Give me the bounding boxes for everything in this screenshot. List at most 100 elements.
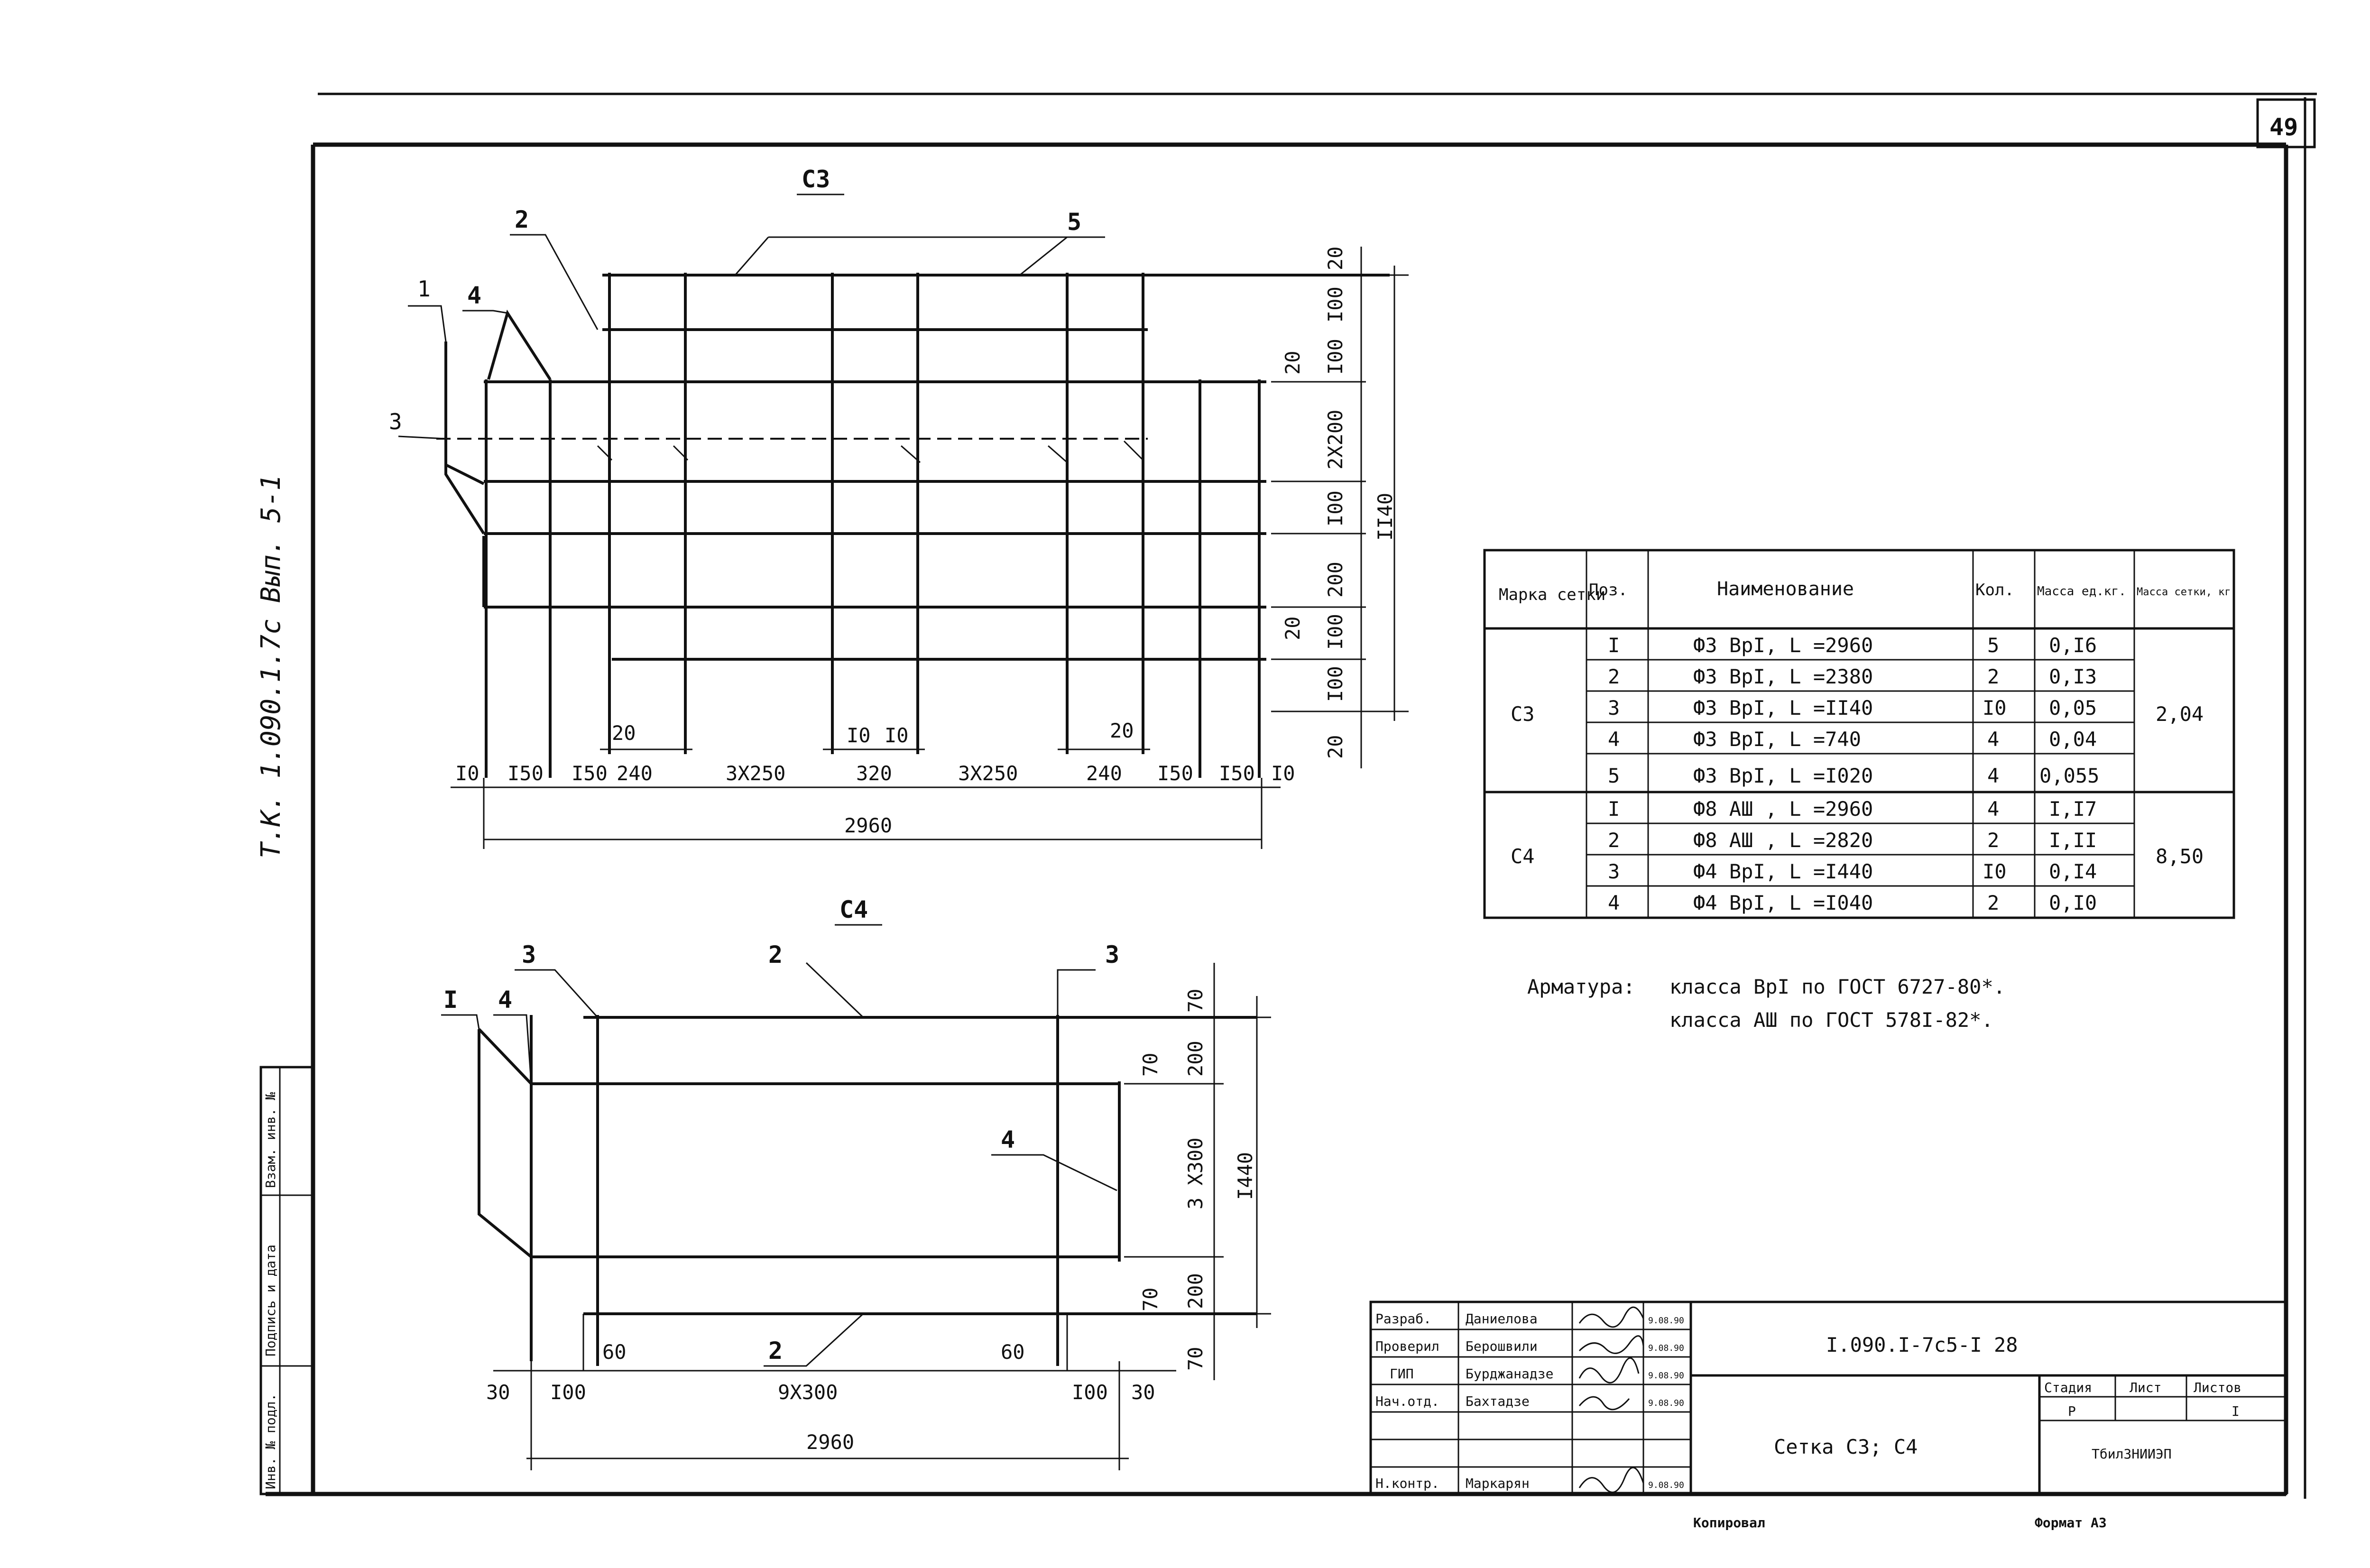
copied-label: Копировал xyxy=(1693,1515,1765,1531)
tb-date-7: 9.08.90 xyxy=(1648,1480,1684,1490)
c4-dim-r2: 200 xyxy=(1184,1041,1207,1077)
c4-row3-name: Ф4 ВрI, L =I440 xyxy=(1693,860,1873,883)
c3-callout-1: 1 xyxy=(417,276,431,302)
c4-callout-1: I xyxy=(443,986,458,1014)
c4-title: С4 xyxy=(839,896,868,923)
c4-callout-4a: 4 xyxy=(498,986,512,1014)
page-number: 49 xyxy=(2269,113,2298,141)
c4-callout-2a: 2 xyxy=(768,941,783,968)
c3-row5-qty: 4 xyxy=(1987,764,1999,787)
c4-dim-r3: 3 X300 xyxy=(1184,1137,1207,1209)
c4-dim-b2: I00 xyxy=(550,1381,586,1404)
tb-date-1: 9.08.90 xyxy=(1648,1316,1684,1326)
c3-row5-name: Ф3 ВрI, L =I020 xyxy=(1693,764,1873,787)
c4-dim-r4: 200 xyxy=(1184,1273,1207,1309)
notes-line2: класса АШ по ГОСТ 578I-82*. xyxy=(1669,1008,1993,1032)
th-mass-unit: Масса ед.кг. xyxy=(2037,584,2126,599)
c3-dim-r1: 20 xyxy=(1324,246,1347,270)
tb-role-4: Нач.отд. xyxy=(1375,1393,1439,1409)
tb-name-3: Бурджанадзе xyxy=(1466,1366,1553,1382)
c3-dim-b1: I0 xyxy=(455,762,480,785)
c3-row3-mass: 0,05 xyxy=(2049,696,2097,719)
c4-dim-r5: 70 xyxy=(1184,1347,1207,1371)
c3-row3-qty: I0 xyxy=(1983,696,2007,719)
c3-row4-name: Ф3 ВрI, L =740 xyxy=(1693,728,1861,751)
c3-row4-mass: 0,04 xyxy=(2049,728,2097,751)
notes-label: Арматура: xyxy=(1527,975,1635,998)
c3-dim-rs1: 20 xyxy=(1281,350,1304,375)
side-stamp-inv: Инв. № подл. xyxy=(263,1393,278,1489)
c3-dim-b6: 320 xyxy=(856,762,892,785)
sheet-header: Лист xyxy=(2130,1380,2161,1395)
c4-dim-b1: 30 xyxy=(486,1381,510,1404)
c4-dim-b3: 9X300 xyxy=(778,1381,838,1404)
side-stamp: Инв. № подл. Подпись и дата Взам. инв. № xyxy=(259,1066,314,1495)
mesh-c4-drawing: С4 3 2 3 I 4 4 2 30 I00 9X300 I xyxy=(441,896,1271,1470)
c4-row1-qty: 4 xyxy=(1987,797,1999,821)
c3-dim-s2: I0 xyxy=(847,724,871,747)
c3-callout-2: 2 xyxy=(515,206,529,233)
c4-row3-pos: 3 xyxy=(1608,860,1620,883)
c3-callout-5: 5 xyxy=(1067,208,1081,236)
c3-row3-name: Ф3 ВрI, L =II40 xyxy=(1693,696,1873,719)
c3-dim-s4: 20 xyxy=(1110,719,1134,742)
sheet-frame: 49 xyxy=(266,92,2317,1499)
c3-dim-s1: 20 xyxy=(612,721,636,745)
c3-dim-b2: I50 xyxy=(507,762,544,785)
c4-callout-2b: 2 xyxy=(768,1337,783,1365)
c3-dim-r2: I00 xyxy=(1324,286,1347,323)
title-block: Разраб. Даниелова 9.08.90 Проверил Берош… xyxy=(1369,1301,2287,1495)
c4-dim-b4: I00 xyxy=(1072,1381,1108,1404)
group-c4-total: 8,50 xyxy=(2156,845,2204,868)
c3-total-width: 2960 xyxy=(844,814,892,837)
tb-name-7: Маркарян xyxy=(1466,1476,1530,1491)
c3-total-height: II40 xyxy=(1374,493,1397,541)
c3-row4-pos: 4 xyxy=(1608,728,1620,751)
signature-1 xyxy=(1578,1306,1644,1328)
c4-row2-name: Ф8 АШ , L =2820 xyxy=(1693,829,1873,852)
c4-dim-rs2: 70 xyxy=(1139,1287,1162,1311)
side-stamp-replace: Взам. инв. № xyxy=(263,1092,278,1188)
c4-dim-r1: 70 xyxy=(1184,988,1207,1013)
c3-dim-b10: I50 xyxy=(1219,762,1255,785)
c3-row2-qty: 2 xyxy=(1987,665,1999,688)
c3-callout-3: 3 xyxy=(389,409,402,434)
signature-3 xyxy=(1578,1357,1640,1384)
c3-row5-pos: 5 xyxy=(1608,764,1620,787)
c3-row2-name: Ф3 ВрI, L =2380 xyxy=(1693,665,1873,688)
sheets-total: I xyxy=(2232,1403,2240,1419)
tb-name-2: Берошвили xyxy=(1466,1338,1538,1354)
c4-row1-pos: I xyxy=(1608,797,1620,821)
notes-line1: класса ВрI по ГОСТ 6727-80*. xyxy=(1669,975,2005,998)
stage-header: Стадия xyxy=(2044,1380,2092,1395)
c3-dim-b4: 240 xyxy=(617,762,653,785)
th-mass-total: Масса сетки, кг. xyxy=(2137,586,2237,598)
c3-dim-r4: 2X200 xyxy=(1324,410,1347,470)
c3-callout-4: 4 xyxy=(467,282,481,309)
doc-code: I.090.I-7с5-I 28 xyxy=(1826,1333,2018,1356)
th-name: Наименование xyxy=(1717,578,1854,600)
c3-row3-pos: 3 xyxy=(1608,696,1620,719)
stage-value: Р xyxy=(2068,1403,2076,1419)
c3-row4-qty: 4 xyxy=(1987,728,1999,751)
c3-row1-pos: I xyxy=(1608,634,1620,657)
c4-row3-qty: I0 xyxy=(1983,860,2007,883)
signature-2 xyxy=(1578,1335,1644,1354)
c4-row1-mass: I,I7 xyxy=(2049,797,2097,821)
c3-dim-b8: 240 xyxy=(1086,762,1122,785)
th-pos: Поз. xyxy=(1589,581,1628,600)
c4-total-height: I440 xyxy=(1234,1152,1257,1200)
c4-callout-3b: 3 xyxy=(1105,941,1119,968)
c3-row2-pos: 2 xyxy=(1608,665,1620,688)
group-c3-mark: С3 xyxy=(1511,702,1535,726)
format-label: Формат А3 xyxy=(2035,1515,2107,1531)
c4-total-width: 2960 xyxy=(806,1430,854,1454)
c4-row2-pos: 2 xyxy=(1608,829,1620,852)
c4-row4-qty: 2 xyxy=(1987,891,1999,914)
tb-date-4: 9.08.90 xyxy=(1648,1398,1684,1408)
c3-dim-b3: I50 xyxy=(572,762,608,785)
c4-dim-s1: 60 xyxy=(602,1340,627,1364)
signature-4 xyxy=(1578,1396,1630,1411)
c4-row4-mass: 0,I0 xyxy=(2049,891,2097,914)
